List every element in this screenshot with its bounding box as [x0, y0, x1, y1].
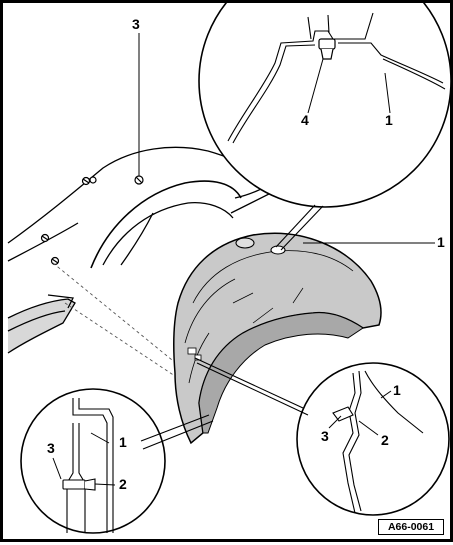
figure-id-label: A66-0061 [378, 519, 444, 535]
callout-left-1: 1 [119, 434, 127, 450]
clip-icon [81, 176, 91, 186]
callout-left-2: 2 [119, 476, 127, 492]
clip-icon [134, 175, 144, 185]
clip-detail-icon [318, 38, 336, 60]
callout-right-2: 2 [381, 432, 389, 448]
callout-main-3: 3 [132, 16, 140, 32]
callout-right-3: 3 [321, 428, 329, 444]
detail-connector-left [140, 414, 214, 450]
callout-top-4: 4 [301, 112, 309, 128]
callout-left-3: 3 [47, 440, 55, 456]
body-clips [40, 175, 144, 266]
callout-top-1: 1 [385, 112, 393, 128]
detail-connector-right [194, 357, 309, 416]
callout-main-1: 1 [437, 234, 445, 250]
clip-bolt-icon [62, 478, 96, 491]
detail-circle-left [20, 388, 166, 534]
clip-icon [89, 176, 97, 184]
detail-circle-top [198, 3, 452, 208]
clip-icon [50, 256, 60, 266]
detail-circle-right [296, 362, 450, 516]
clip-icon [40, 233, 50, 243]
exploded-view-drawing [7, 3, 452, 534]
alignment-dash-lines [52, 262, 194, 389]
detail-connector-top [275, 204, 324, 251]
callout-right-1: 1 [393, 382, 401, 398]
wheel-housing-liner [173, 232, 382, 445]
